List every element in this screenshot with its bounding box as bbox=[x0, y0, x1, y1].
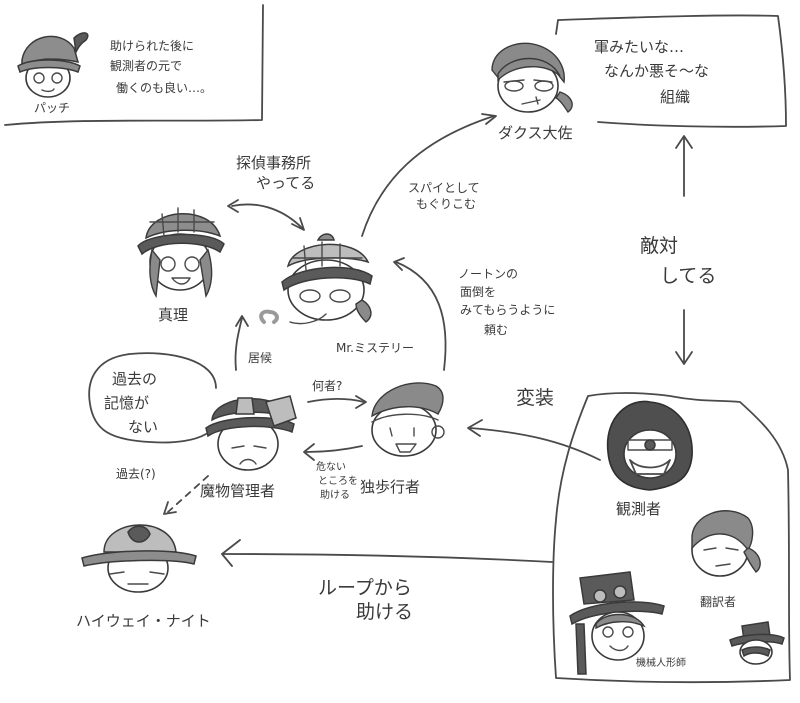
edge-detective-office-label-1: 探偵事務所 bbox=[236, 154, 311, 172]
edge-detective-office-line bbox=[231, 203, 303, 229]
mari-label: 真理 bbox=[158, 306, 188, 324]
translator-label: 翻訳者 bbox=[700, 594, 736, 609]
note-box-border bbox=[4, 4, 264, 126]
note-line-2: 観測者の元で bbox=[110, 59, 182, 73]
org-box: 軍みたいな… なんか悪そ～な 組織 bbox=[555, 14, 787, 128]
edge-antagonism-label-1: 敵対 bbox=[640, 235, 678, 257]
edge-freeloader-line bbox=[234, 317, 243, 371]
patch-portrait bbox=[17, 32, 89, 98]
edge-detective-office-arrowhead-left bbox=[227, 199, 239, 213]
edge-loop-rescue-label-1: ループから bbox=[318, 577, 412, 599]
org-box-border bbox=[555, 14, 787, 128]
edge-norton-care-label-1: ノートンの bbox=[458, 267, 518, 281]
edge-norton-care-label-2: 面倒を bbox=[460, 285, 496, 299]
edge-detective-office-label-2: やってる bbox=[256, 174, 315, 192]
disguise-group-border bbox=[552, 392, 791, 684]
node-dax: ダクス大佐 bbox=[491, 42, 573, 142]
lone-walker-label: 独歩行者 bbox=[360, 478, 420, 496]
edge-norton-care-arrowhead bbox=[393, 257, 405, 271]
edge-norton-care-label-4: 頼む bbox=[484, 323, 508, 337]
edge-past: 過去(?) bbox=[116, 467, 209, 515]
edge-antagonism-arrowhead-up bbox=[675, 135, 693, 149]
edge-loop-rescue-arrowhead bbox=[221, 539, 241, 567]
edge-loop-rescue: ループから 助ける bbox=[221, 539, 553, 623]
puppeteer-label: 機械人形師 bbox=[636, 656, 686, 669]
mr-mystery-label: Mr.ミステリー bbox=[336, 341, 414, 355]
memory-bubble-border bbox=[88, 352, 217, 444]
edge-saves-line bbox=[305, 445, 363, 453]
edge-who-are-you-label: 何者? bbox=[312, 379, 342, 393]
edge-saves-label-1: 危ない bbox=[316, 461, 346, 473]
disguise-group-label: 変装 bbox=[516, 387, 554, 409]
highway-knight-label: ハイウェイ・ナイト bbox=[76, 612, 211, 630]
edge-past-label: 過去(?) bbox=[116, 467, 156, 481]
edge-loop-rescue-line bbox=[221, 553, 553, 563]
patch-label: パッチ bbox=[34, 101, 70, 115]
org-line-2: なんか悪そ～な bbox=[604, 62, 709, 80]
node-highway-knight: ハイウェイ・ナイト bbox=[76, 524, 211, 630]
memory-bubble: 過去の 記憶が ない bbox=[88, 352, 217, 444]
edge-spy-label-1: スパイとして bbox=[408, 181, 480, 195]
edge-freeloader-arrowhead bbox=[235, 315, 249, 327]
edge-who-are-you-arrowhead bbox=[355, 395, 367, 409]
edge-detective-office-arrowhead-right bbox=[291, 217, 305, 231]
edge-spy-label-2: もぐりこむ bbox=[416, 197, 476, 211]
edge-disguise-line bbox=[469, 427, 601, 461]
pipe-smoke-icon bbox=[259, 309, 279, 324]
node-cowboy bbox=[729, 621, 785, 665]
memory-line-3: ない bbox=[128, 418, 158, 436]
edge-antagonism-label-2: してる bbox=[660, 265, 716, 287]
memory-line-1: 過去の bbox=[112, 370, 157, 388]
edge-who-are-you-line bbox=[307, 398, 365, 403]
edge-antagonism: 敵対 してる bbox=[640, 135, 716, 365]
edge-antagonism-arrowhead-down bbox=[675, 351, 693, 365]
edge-past-arrowhead bbox=[163, 501, 177, 515]
edge-saves: 危ない ところを 助ける bbox=[303, 443, 363, 501]
note-line-1: 助けられた後に bbox=[110, 39, 194, 53]
edge-freeloader-label: 居候 bbox=[248, 351, 272, 365]
edge-spy: スパイとして もぐりこむ bbox=[361, 113, 497, 237]
edge-who-are-you: 何者? bbox=[307, 379, 367, 409]
edge-disguise-arrowhead bbox=[467, 419, 483, 437]
node-puppeteer: 機械人形師 bbox=[569, 571, 686, 675]
edge-saves-label-3: 助ける bbox=[320, 488, 350, 501]
node-observer: 観測者 bbox=[606, 400, 693, 518]
node-mari: 真理 bbox=[137, 207, 225, 324]
edge-saves-label-2: ところを bbox=[318, 475, 358, 487]
edge-spy-line bbox=[361, 115, 495, 237]
note-box-patch: パッチ 助けられた後に 観測者の元で 働くのも良い…。 bbox=[4, 4, 264, 126]
monster-manager-label: 魔物管理者 bbox=[200, 482, 275, 500]
disguise-group-box bbox=[552, 392, 791, 684]
edge-norton-care-label-3: みてもらうように bbox=[460, 303, 555, 317]
memory-line-2: 記憶が bbox=[104, 394, 149, 412]
org-line-3: 組織 bbox=[660, 88, 690, 106]
edge-saves-arrowhead bbox=[303, 443, 315, 461]
node-mr-mystery: Mr.ミステリー bbox=[259, 233, 414, 355]
edge-disguise: 変装 bbox=[467, 387, 601, 461]
edge-spy-arrowhead bbox=[481, 113, 497, 125]
note-line-3: 働くのも良い…。 bbox=[116, 80, 212, 95]
edge-freeloader: 居候 bbox=[234, 315, 272, 371]
org-line-1: 軍みたいな… bbox=[594, 38, 684, 56]
edge-detective-office: 探偵事務所 やってる bbox=[227, 154, 315, 231]
edge-norton-care-line bbox=[395, 261, 447, 371]
observer-label: 観測者 bbox=[616, 500, 661, 518]
dax-label: ダクス大佐 bbox=[498, 124, 573, 142]
edge-past-line bbox=[167, 475, 209, 513]
node-monster-manager: 魔物管理者 bbox=[200, 395, 297, 500]
node-lone-walker: 独歩行者 bbox=[360, 382, 445, 496]
edge-norton-care: ノートンの 面倒を みてもらうように 頼む bbox=[393, 257, 555, 371]
node-translator: 翻訳者 bbox=[691, 510, 761, 609]
edge-loop-rescue-label-2: 助ける bbox=[356, 601, 413, 623]
